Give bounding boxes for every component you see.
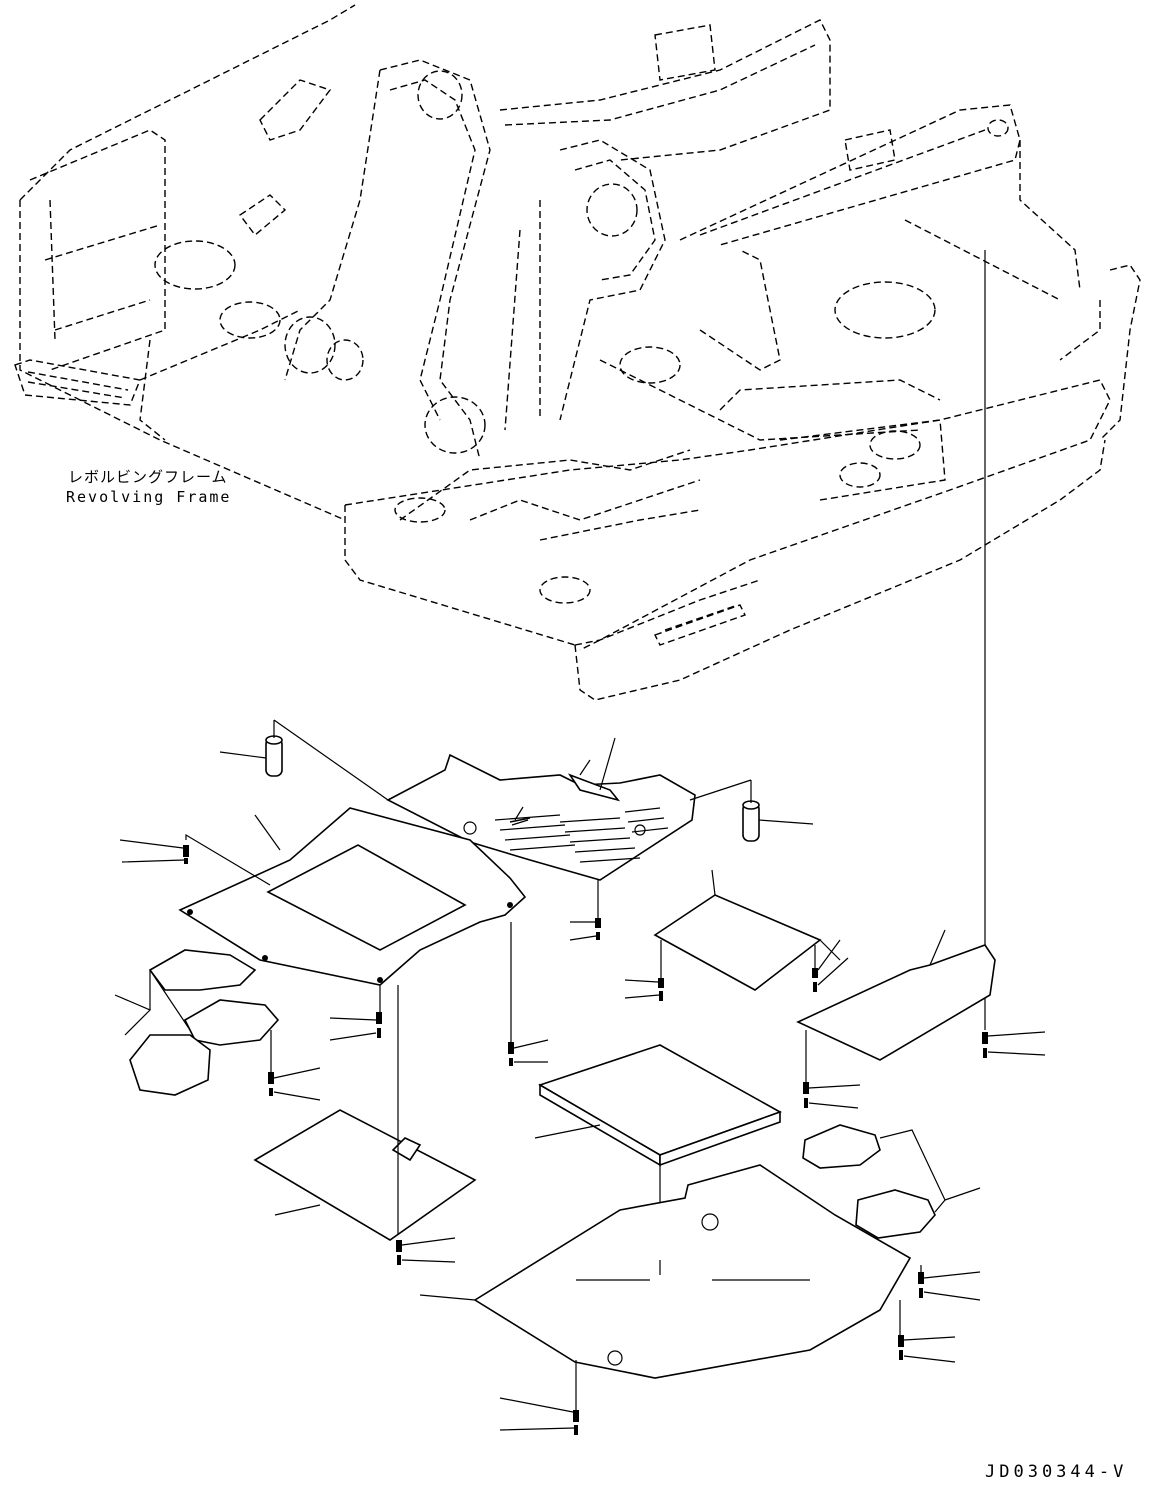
plate-right-small (624, 869, 849, 1001)
pin-right (689, 779, 814, 842)
bracket-small (509, 737, 621, 826)
plate-slots (494, 807, 669, 863)
frame-label-japanese: レボルビングフレーム (68, 468, 228, 486)
floor-plate-left-large (178, 807, 527, 986)
access-cover-lower-left (253, 985, 477, 1265)
round-covers-right (802, 1124, 981, 1239)
floor-plate-upper-center (386, 753, 696, 881)
plate-right-large (796, 929, 1046, 1109)
bolts-left-group (119, 833, 601, 1066)
mat-plate-center (534, 1044, 782, 1280)
drawing-code: JD030344-V (985, 1462, 1128, 1482)
undercover-large (419, 1164, 981, 1435)
revolving-frame (14, 4, 1141, 701)
round-covers-left (114, 949, 321, 1101)
frame-label-english: Revolving Frame (66, 488, 232, 506)
pin-left (219, 719, 389, 801)
